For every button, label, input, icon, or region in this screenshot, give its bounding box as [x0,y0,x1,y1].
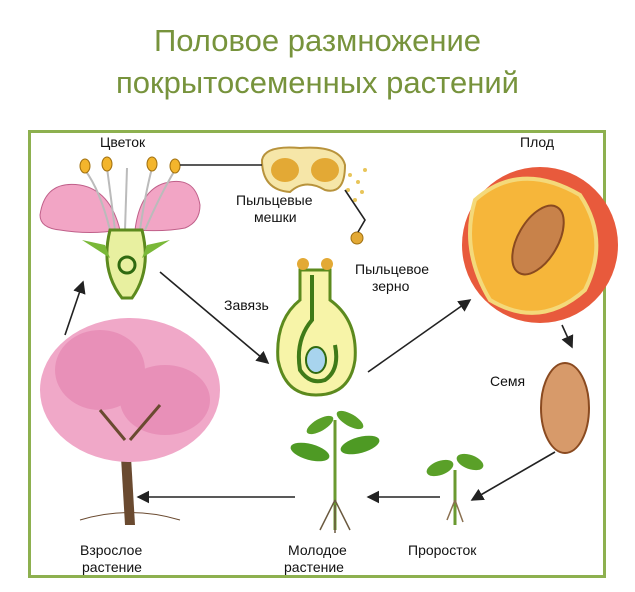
ovary-illustration [276,258,357,397]
label-flower: Цветок [100,134,146,150]
title-line-2: покрытосеменных растений [116,65,519,100]
label-young-plant-1: Молодое [288,542,347,558]
adult-tree-illustration [40,318,220,525]
diagram-frame [28,130,606,578]
arrows [64,164,574,504]
title-line-1: Половое размножение [153,23,482,58]
label-adult-plant-1: Взрослое [80,542,143,558]
label-pollen-grain-1: Пыльцевое [355,261,430,277]
sacs-to-grain-line [344,189,366,233]
label-seed: Семя [490,373,526,389]
seed-illustration [540,362,590,454]
label-fruit: Плод [520,134,555,150]
flower-illustration [39,156,201,300]
label-adult-plant-2: растение [82,559,142,575]
pollen-sacs-illustration [260,146,367,245]
label-pollen-sacs-2: мешки [254,209,297,225]
arrow-seed-to-sprout [470,451,556,501]
young-plant-illustration [290,410,380,533]
label-pollen-grain-2: зерно [372,278,410,294]
arrow-ovary-to-fruit [367,299,472,373]
label-sprout: Проросток [408,542,477,558]
fruit-illustration [462,167,618,323]
arrow-adult-to-flower [64,280,86,336]
label-young-plant-2: растение [284,559,344,575]
label-pollen-sacs-1: Пыльцевые [236,192,313,208]
arrow-flower-to-ovary [159,271,270,365]
arrow-fruit-to-seed [561,324,574,349]
sprout-illustration [426,453,484,525]
label-ovary: Завязь [224,297,269,313]
